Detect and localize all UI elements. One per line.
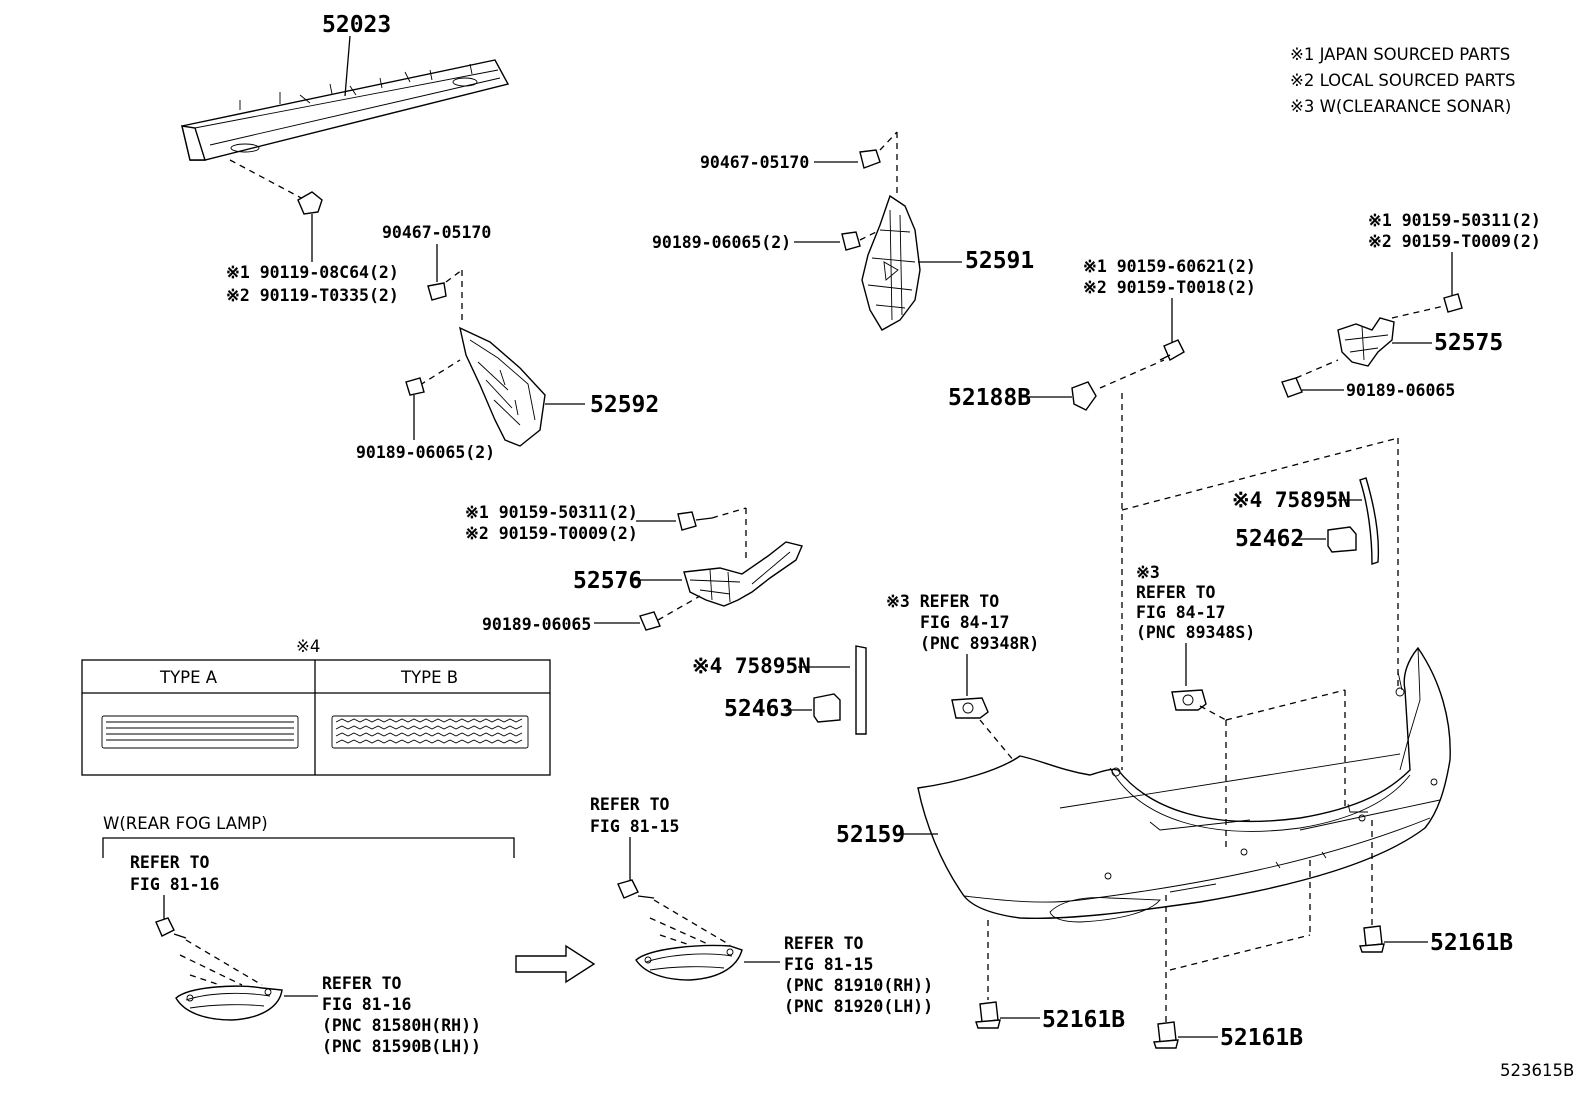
label-bolt-90119-2: ※2 90119-T0335(2) — [226, 286, 399, 305]
type-b-label: TYPE B — [400, 668, 458, 687]
clip-90467-b-icon[interactable] — [859, 149, 881, 169]
screw-90159-center-icon[interactable] — [1159, 339, 1185, 361]
bumper-cover-52159[interactable] — [917, 646, 1451, 923]
note-2: ※2 LOCAL SOURCED PARTS — [1290, 71, 1515, 90]
label-clip-90189-r: 90189-06065 — [1346, 381, 1455, 400]
bracket-52591[interactable] — [861, 194, 921, 331]
ref-fog-lamp-r-0: REFER TO — [784, 934, 864, 953]
clip-90467-a-icon[interactable] — [427, 282, 447, 301]
ref-sonar-r-3: (PNC 89348S) — [1136, 623, 1255, 642]
ref-sonar-l-1: FIG 84-17 — [920, 613, 1009, 632]
label-clip-90467-a: 90467-05170 — [382, 223, 491, 242]
clip-90189-b-icon[interactable] — [841, 231, 861, 251]
clip-90189-a-icon[interactable] — [405, 377, 425, 396]
type-table-mark: ※4 — [296, 637, 320, 656]
ref-sonar-l-0: ※3 REFER TO — [886, 592, 999, 611]
clip-52161B-c-icon[interactable] — [1359, 925, 1385, 953]
type-a-label: TYPE A — [159, 668, 218, 687]
fog-lamp-right[interactable] — [635, 944, 743, 981]
ref-sonar-r-1: REFER TO — [1136, 583, 1216, 602]
ref-fog-lamp-l-2: (PNC 81580H(RH)) — [322, 1016, 481, 1035]
fog-lamp-ref-left: REFER TO FIG 81-16 (PNC 81580H(RH)) (PNC… — [322, 974, 481, 1056]
diagram-id: 523615B — [1500, 1061, 1574, 1080]
clip-90189-l-icon[interactable] — [639, 611, 661, 631]
clip-52161B-a-icon[interactable] — [975, 1001, 1001, 1029]
note-3: ※3 W(CLEARANCE SONAR) — [1290, 97, 1511, 116]
nut-52188B-icon[interactable] — [1071, 381, 1097, 411]
label-52463: 52463 — [724, 696, 793, 722]
reflector-75895N-r[interactable] — [1359, 477, 1380, 565]
ref-fog-bolt-r-0: REFER TO — [590, 795, 670, 814]
ref-fog-lamp-l-1: FIG 81-16 — [322, 995, 411, 1014]
clip-52161B-b-icon[interactable] — [1153, 1021, 1179, 1049]
label-52462: 52462 — [1235, 526, 1304, 552]
label-clip-90467-b: 90467-05170 — [700, 153, 809, 172]
label-52159: 52159 — [836, 822, 905, 848]
reflector-75895N-l[interactable] — [855, 645, 867, 735]
ref-fog-lamp-r-3: (PNC 81920(LH)) — [784, 997, 933, 1016]
label-screw-l-1: ※1 90159-50311(2) — [465, 503, 638, 522]
retainer-52576[interactable] — [683, 541, 803, 607]
ref-fog-lamp-r-2: (PNC 81910(RH)) — [784, 976, 933, 995]
ref-sonar-l-2: (PNC 89348R) — [920, 634, 1039, 653]
label-52591: 52591 — [965, 248, 1034, 274]
note-1: ※1 JAPAN SOURCED PARTS — [1290, 45, 1510, 64]
arrow-right-icon — [515, 944, 596, 984]
type-b-pattern — [331, 715, 529, 749]
label-75895N-r: ※4 75895N — [1232, 488, 1351, 512]
label-screw-60621: ※1 90159-60621(2) — [1083, 257, 1256, 276]
label-52592: 52592 — [590, 392, 659, 418]
type-table: ※4 TYPE A TYPE B — [81, 637, 551, 776]
sonar-sensor-l-icon[interactable] — [951, 697, 989, 719]
fog-lamp-left[interactable] — [175, 985, 283, 1021]
label-52576: 52576 — [573, 568, 642, 594]
bracket-52592[interactable] — [459, 326, 546, 447]
label-clip-90189-2b: 90189-06065(2) — [652, 233, 791, 252]
ref-fog-lamp-l-0: REFER TO — [322, 974, 402, 993]
label-52161B-b: 52161B — [1220, 1025, 1303, 1051]
retainer-52575[interactable] — [1337, 317, 1395, 367]
ref-sonar-r-0: ※3 — [1136, 563, 1160, 582]
screw-90159-left-icon[interactable] — [677, 511, 713, 531]
fog-lamp-ref-right: REFER TO FIG 81-15 (PNC 81910(RH)) (PNC … — [784, 934, 933, 1016]
label-screw-T0018: ※2 90159-T0018(2) — [1083, 278, 1256, 297]
label-52161B-c: 52161B — [1430, 930, 1513, 956]
label-52161B-a: 52161B — [1042, 1007, 1125, 1033]
sonar-ref-left: ※3 REFER TO FIG 84-17 (PNC 89348R) — [886, 592, 1039, 653]
ref-fog-bolt-r-1: FIG 81-15 — [590, 817, 679, 836]
label-screw-l-2: ※2 90159-T0009(2) — [465, 524, 638, 543]
label-clip-90189-2a: 90189-06065(2) — [356, 443, 495, 462]
fog-bolt-l-icon[interactable] — [155, 917, 187, 939]
fog-bolt-ref-right: REFER TO FIG 81-15 — [590, 795, 679, 836]
ref-fog-lamp-r-1: FIG 81-15 — [784, 955, 873, 974]
type-a-pattern — [101, 715, 299, 749]
ref-fog-bolt-l-0: REFER TO — [130, 853, 210, 872]
pad-52462-icon[interactable] — [1327, 526, 1357, 553]
ref-fog-bolt-l-1: FIG 81-16 — [130, 875, 219, 894]
label-52575: 52575 — [1434, 330, 1503, 356]
pad-52463-icon[interactable] — [813, 693, 841, 723]
ref-sonar-r-2: FIG 84-17 — [1136, 603, 1225, 622]
sonar-ref-right: ※3 REFER TO FIG 84-17 (PNC 89348S) — [1136, 563, 1255, 642]
reinforcement-52023[interactable] — [181, 59, 510, 161]
legend-notes: ※1 JAPAN SOURCED PARTS ※2 LOCAL SOURCED … — [1290, 45, 1515, 116]
label-52023: 52023 — [322, 12, 391, 38]
fog-bolt-ref-left: REFER TO FIG 81-16 — [130, 853, 219, 894]
clip-90189-r-icon[interactable] — [1281, 377, 1303, 398]
fog-bolt-r-icon[interactable] — [617, 879, 655, 899]
label-screw-r-1: ※1 90159-50311(2) — [1368, 211, 1541, 230]
fog-section-title: W(REAR FOG LAMP) — [103, 814, 268, 833]
label-75895N-l: ※4 75895N — [692, 654, 811, 678]
screw-90159-right-icon[interactable] — [1443, 293, 1463, 313]
label-52188B: 52188B — [948, 385, 1031, 411]
label-clip-90189-l: 90189-06065 — [482, 615, 591, 634]
ref-fog-lamp-l-3: (PNC 81590B(LH)) — [322, 1037, 481, 1056]
bolt-90119[interactable] — [297, 191, 323, 262]
label-bolt-90119-1: ※1 90119-08C64(2) — [226, 263, 399, 282]
label-screw-r-2: ※2 90159-T0009(2) — [1368, 232, 1541, 251]
